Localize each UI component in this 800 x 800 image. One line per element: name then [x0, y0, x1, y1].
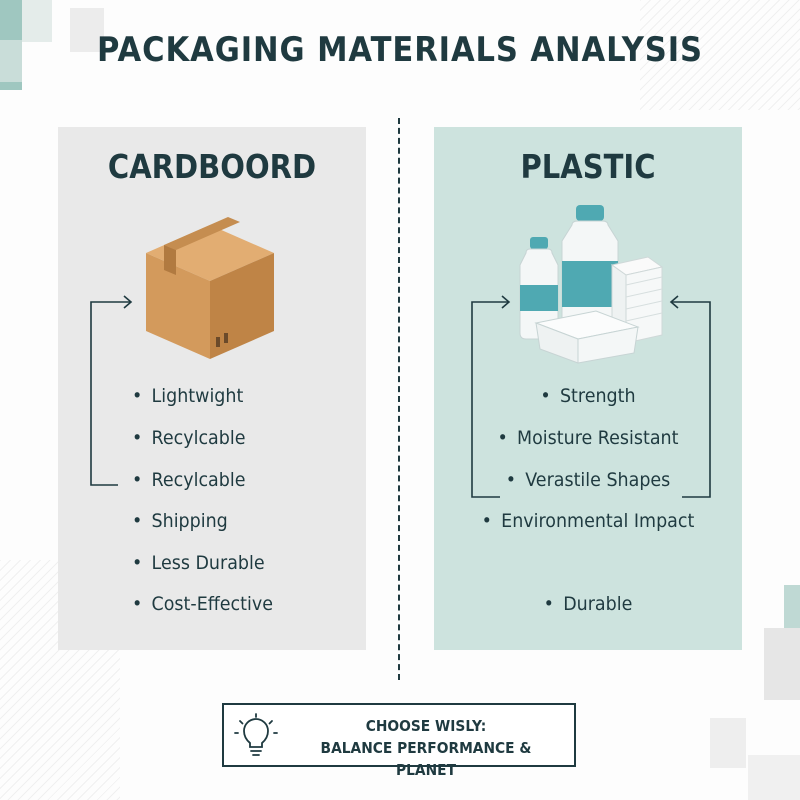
plastic-heading: PLASTIC [520, 147, 656, 186]
callout-line-1: CHOOSE WISLY: [365, 717, 487, 735]
page-title: PACKAGING MATERIALS ANALYSIS [97, 30, 703, 70]
callout-box: CHOOSE WISLY: BALANCE PERFORMANCE & PLAN… [222, 703, 576, 779]
list-item: Verastile Shapes [446, 469, 729, 491]
list-item: Environmental Impact [446, 510, 729, 532]
list-item: Recylcable [132, 469, 246, 491]
cardboard-box-icon [146, 217, 274, 359]
list-item: Moisture Resistant [446, 427, 729, 449]
cardboard-heading: CARDBOORD [107, 147, 317, 186]
list-item: Shipping [132, 510, 228, 532]
callout-line-2: BALANCE PERFORMANCE & PLANET [320, 739, 532, 779]
list-item: Cost-Effective [132, 593, 273, 615]
center-divider [398, 118, 400, 680]
list-item: Durable [446, 593, 729, 615]
list-item: Less Durable [132, 552, 265, 574]
lightbulb-icon [234, 713, 278, 756]
plastic-bottles-containers-icon [519, 205, 664, 364]
list-item: Lightwight [132, 385, 244, 407]
cardboard-panel: CARDBOORD Lightwight Recylcable Recylcab… [58, 127, 366, 650]
list-item: Strength [446, 385, 729, 407]
callout-text: CHOOSE WISLY: BALANCE PERFORMANCE & PLAN… [295, 715, 556, 781]
plastic-panel: PLASTIC Strength Moisture Resistant Vera… [434, 127, 742, 650]
list-item: Recylcable [132, 427, 246, 449]
